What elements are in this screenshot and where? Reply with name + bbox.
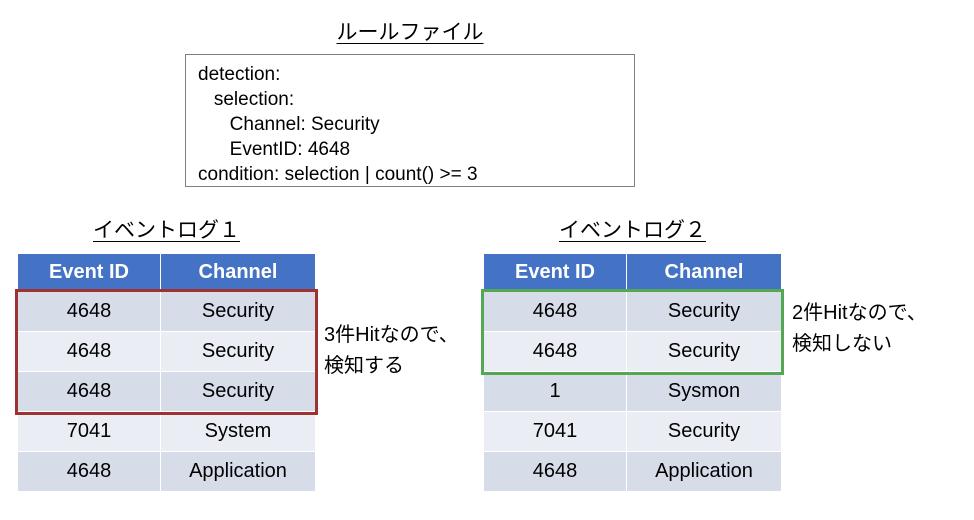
table-row: 4648 Security bbox=[18, 372, 315, 411]
annotation-line: 2件Hitなので、 bbox=[792, 302, 927, 324]
cell-channel: Security bbox=[161, 332, 315, 371]
table-row: 4648 Application bbox=[484, 452, 781, 491]
cell-channel: Sysmon bbox=[627, 372, 781, 411]
header-channel: Channel bbox=[627, 254, 781, 291]
cell-channel: Security bbox=[627, 412, 781, 451]
code-line: Channel: Security bbox=[198, 114, 380, 135]
table-row: 4648 Security bbox=[18, 332, 315, 371]
table-row: 4648 Application bbox=[18, 452, 315, 491]
annotation-not-detected: 2件Hitなので、 検知しない bbox=[792, 298, 927, 360]
header-channel: Channel bbox=[161, 254, 315, 291]
cell-channel: Application bbox=[627, 452, 781, 491]
table-row: 4648 Security bbox=[18, 292, 315, 331]
cell-event-id: 4648 bbox=[18, 452, 160, 491]
cell-event-id: 4648 bbox=[18, 292, 160, 331]
table-row: 4648 Security bbox=[484, 292, 781, 331]
table-row: 4648 Security bbox=[484, 332, 781, 371]
cell-event-id: 7041 bbox=[18, 412, 160, 451]
cell-channel: Security bbox=[161, 372, 315, 411]
event-log-2-title: イベントログ２ bbox=[559, 219, 706, 242]
cell-channel: Security bbox=[627, 332, 781, 371]
cell-event-id: 4648 bbox=[484, 452, 626, 491]
annotation-line: 3件Hitなので、 bbox=[324, 324, 459, 346]
table-row: 1 Sysmon bbox=[484, 372, 781, 411]
event-log-2-table: Event ID Channel 4648 Security 4648 Secu… bbox=[484, 254, 781, 492]
cell-channel: System bbox=[161, 412, 315, 451]
code-line: EventID: 4648 bbox=[198, 139, 351, 160]
annotation-line: 検知しない bbox=[792, 333, 892, 355]
event-log-1-title: イベントログ１ bbox=[93, 219, 240, 242]
code-line: condition: selection | count() >= 3 bbox=[198, 164, 478, 185]
cell-event-id: 4648 bbox=[18, 372, 160, 411]
annotation-detected: 3件Hitなので、 検知する bbox=[324, 320, 459, 382]
rule-file-title: ルールファイル bbox=[336, 21, 484, 44]
cell-event-id: 4648 bbox=[484, 332, 626, 371]
code-line: selection: bbox=[198, 89, 295, 110]
header-event-id: Event ID bbox=[18, 254, 160, 291]
header-event-id: Event ID bbox=[484, 254, 626, 291]
table-row: 7041 Security bbox=[484, 412, 781, 451]
rule-file-box: detection: selection: Channel: Security … bbox=[185, 54, 635, 187]
table-header-row: Event ID Channel bbox=[484, 254, 781, 291]
table-row: 7041 System bbox=[18, 412, 315, 451]
cell-channel: Security bbox=[627, 292, 781, 331]
code-line: detection: bbox=[198, 64, 281, 85]
cell-event-id: 7041 bbox=[484, 412, 626, 451]
cell-channel: Application bbox=[161, 452, 315, 491]
cell-event-id: 4648 bbox=[18, 332, 160, 371]
cell-channel: Security bbox=[161, 292, 315, 331]
annotation-line: 検知する bbox=[324, 355, 404, 377]
event-log-1-table: Event ID Channel 4648 Security 4648 Secu… bbox=[18, 254, 315, 492]
cell-event-id: 1 bbox=[484, 372, 626, 411]
cell-event-id: 4648 bbox=[484, 292, 626, 331]
table-header-row: Event ID Channel bbox=[18, 254, 315, 291]
